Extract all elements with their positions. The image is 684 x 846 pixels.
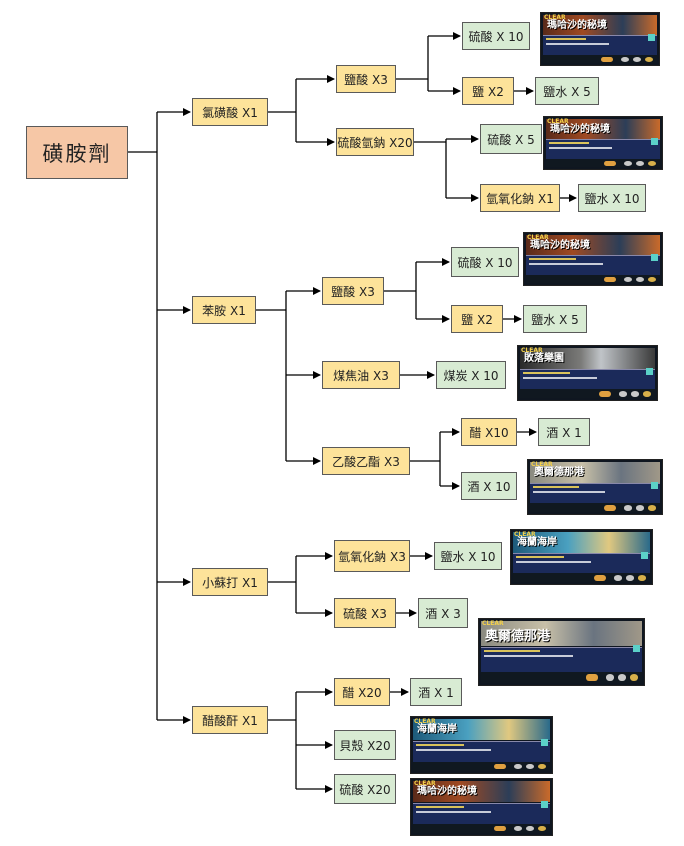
node-aniline: 苯胺 X1 [192, 296, 256, 324]
node-sulfuric-acid: 硫酸 X 10 [451, 247, 519, 277]
node-coal: 煤炭 X 10 [436, 361, 506, 389]
node-sulfuric-acid: 硫酸 X3 [334, 598, 396, 628]
node-sulfuric-acid: 硫酸 X 5 [480, 124, 542, 154]
node-sodium-bisulfate: 硫酸氫鈉 X20 [336, 128, 414, 156]
node-brine: 鹽水 X 10 [578, 184, 646, 212]
node-shell: 貝殼 X20 [334, 730, 396, 760]
node-vinegar: 醋 X20 [334, 678, 390, 706]
node-hydrochloric-acid: 鹽酸 X3 [322, 277, 384, 305]
node-coal-tar: 煤焦油 X3 [322, 361, 400, 389]
node-salt: 鹽 X2 [462, 77, 514, 105]
node-salt: 鹽 X2 [451, 305, 503, 333]
root-node: 磺胺劑 [26, 126, 128, 179]
node-wine: 酒 X 1 [538, 418, 590, 446]
node-wine: 酒 X 3 [418, 598, 468, 628]
node-chlorosulfonic-acid: 氯磺酸 X1 [192, 98, 268, 126]
node-ethyl-acetate: 乙酸乙酯 X3 [322, 447, 410, 475]
node-brine: 鹽水 X 5 [523, 305, 587, 333]
node-vinegar: 醋 X10 [461, 418, 517, 446]
node-wine: 酒 X 10 [461, 472, 517, 500]
node-baking-soda: 小蘇打 X1 [192, 568, 268, 596]
node-brine: 鹽水 X 10 [434, 542, 502, 570]
node-sodium-hydroxide: 氫氧化鈉 X1 [480, 184, 560, 212]
node-wine: 酒 X 1 [410, 678, 462, 706]
node-sodium-hydroxide: 氫氧化鈉 X3 [334, 540, 410, 572]
node-acetic-anhydride: 醋酸酐 X1 [192, 706, 268, 734]
node-brine: 鹽水 X 5 [535, 77, 599, 105]
node-sulfuric-acid: 硫酸 X 10 [462, 22, 530, 50]
node-hydrochloric-acid: 鹽酸 X3 [336, 65, 396, 93]
node-sulfuric-acid: 硫酸 X20 [334, 774, 396, 804]
